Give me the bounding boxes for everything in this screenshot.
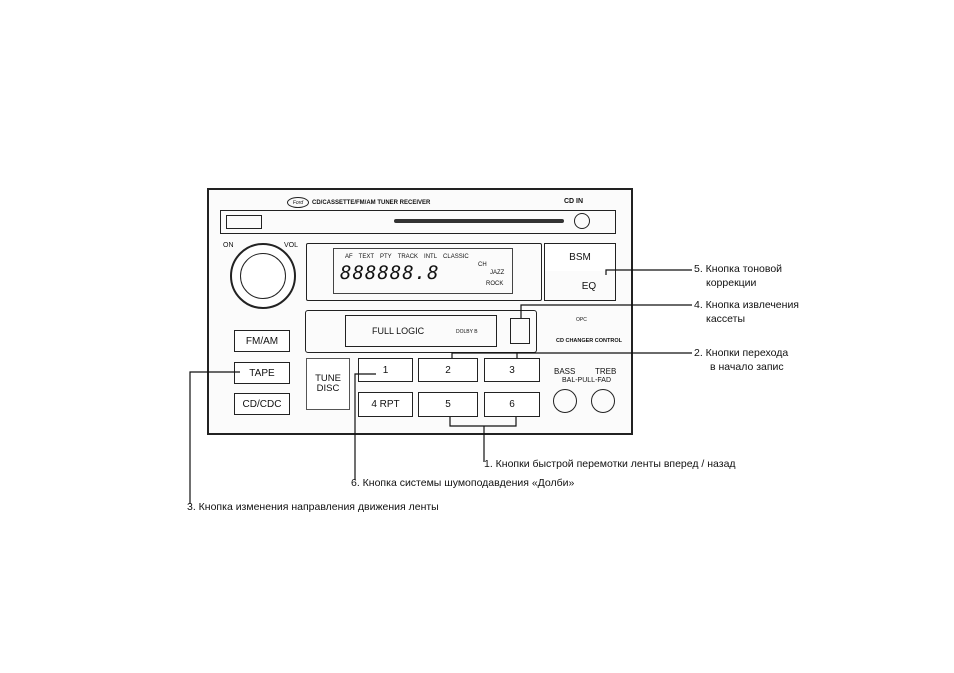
callout-5-line2: коррекции [706,277,757,289]
preset-1-button[interactable]: 1 [358,358,413,382]
mode-intl: INTL [424,254,438,260]
brand-logo-text: Ford [292,199,304,206]
callout-4-line1: 4. Кнопка извлечения [694,299,799,311]
leader-6 [354,373,376,480]
callout-3: 3. Кнопка изменения направления движения… [187,501,439,513]
bal-fad-label: BAL-PULL-FAD [562,377,612,384]
callout-4: 4. Кнопка извлечения кассеты [694,298,799,326]
lcd-screen [333,248,513,294]
cassette-door [305,310,537,353]
cd-eject-button[interactable] [226,215,262,229]
cd-cdc-label: CD/CDC [242,398,282,410]
dolby-label: DOLBY B [456,329,478,335]
cd-in-label: CD IN [564,198,584,205]
display-rock: ROCK [486,281,504,287]
cd-slot-opening [394,219,564,223]
leader-2 [451,352,692,358]
cd-icon [574,213,590,229]
display-digits: 888888.8 [340,262,440,284]
volume-knob-inner [240,253,286,299]
bsm-label: BSM [569,251,591,263]
on-label: ON [223,242,234,249]
callout-5: 5. Кнопка тоновой коррекции [694,262,782,290]
cd-slot[interactable] [220,210,616,234]
display-frame [306,243,542,301]
bsm-eq-frame [544,243,616,301]
callout-4-line2: кассеты [706,313,746,325]
callout-2: 2. Кнопки перехода в начало запис [694,346,788,374]
fm-am-label: FM/AM [245,335,279,347]
tune-disc-button[interactable]: TUNE DISC [306,358,350,410]
treb-label: TREB [595,367,617,376]
leader-1 [449,417,517,427]
callout-5-line1: 5. Кнопка тоновой [694,263,783,275]
preset-4-button[interactable]: 4 RPT [358,392,413,417]
mode-pty: PTY [380,254,392,260]
display-jazz: JAZZ [490,270,505,276]
cassette-slot[interactable] [345,315,497,347]
leader-3 [189,371,240,504]
cassette-eject-button[interactable] [510,318,530,344]
preset-5-button[interactable]: 5 [418,392,478,417]
callout-1: 1. Кнопки быстрой перемотки ленты вперед… [484,458,736,470]
preset-4-label: 4 RPT [371,399,400,410]
callout-6: 6. Кнопка системы шумоподавдения «Долби» [351,477,575,489]
mode-track: TRACK [397,254,419,260]
preset-2-button[interactable]: 2 [418,358,478,382]
fm-am-button[interactable]: FM/AM [234,330,290,352]
preset-6-button[interactable]: 6 [484,392,540,417]
treb-knob[interactable] [591,389,615,413]
callout-2-line2: в начало запис [710,361,784,373]
cdc-small-label: OPC [576,317,587,323]
brand-logo: Ford [287,197,309,208]
preset-5-label: 5 [445,399,451,410]
preset-3-button[interactable]: 3 [484,358,540,382]
preset-3-label: 3 [509,364,515,376]
eq-label: EQ [581,280,597,292]
bsm-button[interactable]: BSM [544,243,616,271]
bass-knob[interactable] [553,389,577,413]
tune-label: TUNE [315,373,341,384]
display-mode-row: AF TEXT PTY TRACK INTL CLASSIC [345,254,469,260]
mode-classic: CLASSIC [443,254,469,260]
preset-2-label: 2 [445,364,451,376]
cd-changer-control-label: CD CHANGER CONTROL [556,338,622,344]
vol-label: VOL [284,242,299,249]
mode-af: AF [345,254,353,260]
model-text: CD/CASSETTE/FM/AM TUNER RECEIVER [312,200,431,206]
full-logic-label: FULL LOGIC [372,326,425,336]
tape-button[interactable]: TAPE [234,362,290,384]
preset-6-label: 6 [509,399,515,410]
eq-button[interactable]: EQ [570,276,608,296]
bass-label: BASS [554,367,576,376]
leader-4 [520,304,692,318]
mode-text: TEXT [358,254,375,260]
disc-label: DISC [316,383,340,394]
display-ch: CH [478,262,487,268]
tape-label: TAPE [249,367,275,379]
callout-2-line1: 2. Кнопки перехода [694,347,789,359]
leader-5 [605,269,692,275]
preset-1-label: 1 [382,364,389,376]
cd-cdc-button[interactable]: CD/CDC [234,393,290,415]
